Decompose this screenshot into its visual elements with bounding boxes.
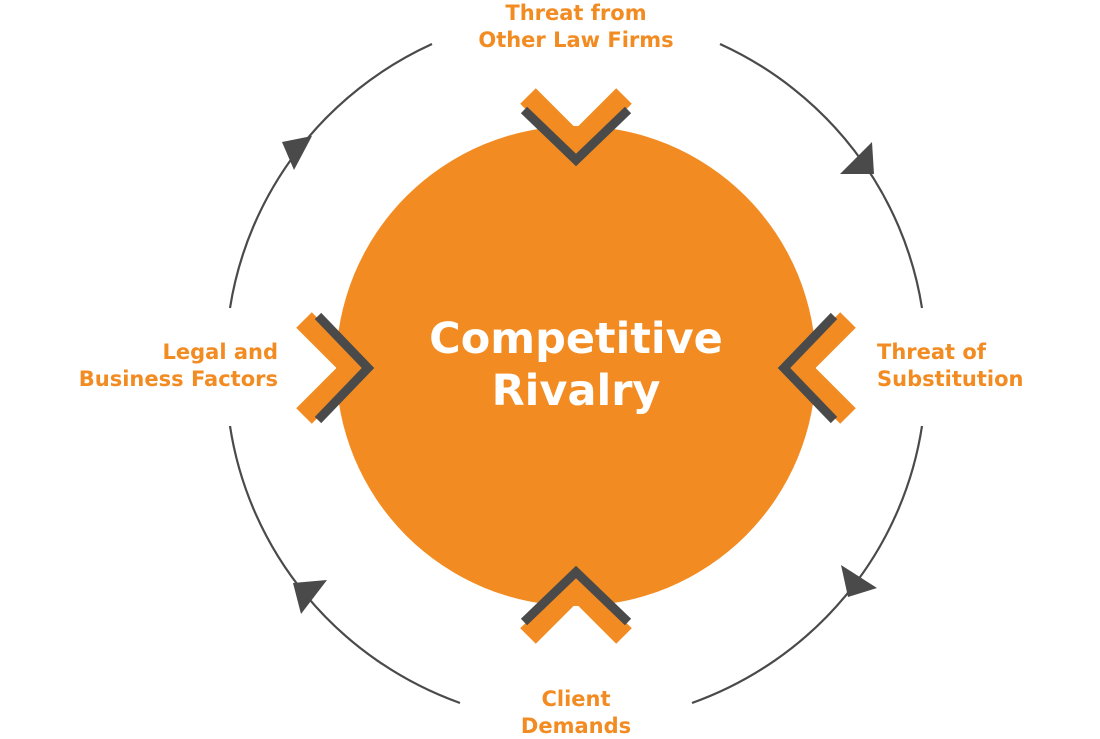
cycle-arc-bottom-right (691, 425, 924, 705)
force-label-top-line-1: Threat from (505, 1, 647, 25)
force-label-right: Threat of Substitution (877, 339, 1097, 393)
force-label-bottom: Client Demands (376, 686, 776, 739)
force-label-bottom-line-1: Client (541, 687, 611, 711)
cycle-arrowhead-icon (282, 136, 312, 170)
pointer-top-double-chevron-icon (520, 88, 632, 167)
center-title-line-1: Competitive (429, 314, 723, 364)
force-label-left: Legal and Business Factors (40, 339, 278, 393)
pointer-left-double-chevron-icon (296, 312, 375, 424)
pointer-bottom-double-chevron-icon (520, 565, 632, 644)
pointer-right-double-chevron-icon (777, 312, 856, 424)
center-title-line-2: Rivalry (491, 366, 661, 416)
cycle-arc-top-right (719, 42, 924, 309)
force-label-left-line-2: Business Factors (78, 367, 278, 391)
center-circle (336, 126, 816, 606)
force-label-right-line-1: Threat of (877, 340, 986, 364)
center-title: Competitive Rivalry (376, 313, 776, 417)
cycle-arrowhead-icon (841, 565, 877, 597)
force-label-top-line-2: Other Law Firms (478, 28, 674, 52)
cycle-arrowhead-icon (840, 142, 874, 174)
force-label-right-line-2: Substitution (877, 367, 1024, 391)
force-label-top: Threat from Other Law Firms (376, 0, 776, 54)
cycle-arrowhead-icon (293, 580, 327, 614)
force-label-bottom-line-2: Demands (520, 714, 632, 738)
force-label-left-line-1: Legal and (162, 340, 279, 364)
